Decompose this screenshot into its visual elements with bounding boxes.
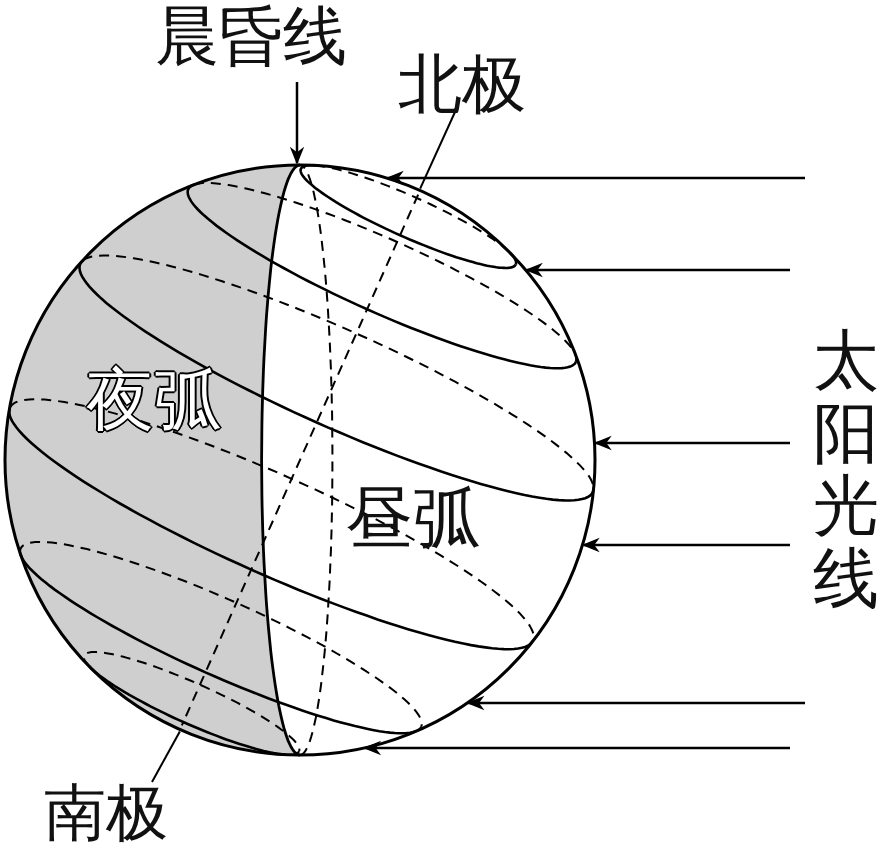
sunlight-label: 太阳光线 bbox=[813, 325, 879, 615]
sun-ray bbox=[527, 269, 790, 272]
sun-ray bbox=[596, 442, 790, 445]
latitude-circle bbox=[80, 260, 593, 500]
latitude-circle bbox=[84, 652, 300, 751]
sun-ray bbox=[583, 544, 790, 547]
north-pole-label: 北极 bbox=[398, 52, 526, 116]
globe-outline bbox=[5, 165, 595, 755]
sun-ray bbox=[388, 177, 805, 180]
terminator-line bbox=[262, 165, 300, 755]
south-pole-label: 南极 bbox=[44, 782, 168, 844]
terminator-label: 晨昏线 bbox=[155, 4, 347, 68]
sun-ray bbox=[365, 747, 790, 750]
day-arc-label: 昼弧 bbox=[345, 484, 481, 552]
pointer-arrow bbox=[296, 82, 299, 163]
terminator-back bbox=[300, 165, 332, 755]
sun-ray bbox=[468, 702, 805, 705]
earth-axis bbox=[182, 195, 418, 726]
latitude-circle bbox=[10, 399, 534, 640]
latitude-circle bbox=[20, 554, 415, 733]
latitude-circle bbox=[194, 183, 576, 357]
latitude-circle bbox=[20, 542, 422, 727]
night-arc-label: 夜弧 bbox=[86, 366, 222, 434]
night-shade bbox=[5, 165, 300, 755]
leader-line bbox=[152, 731, 180, 782]
